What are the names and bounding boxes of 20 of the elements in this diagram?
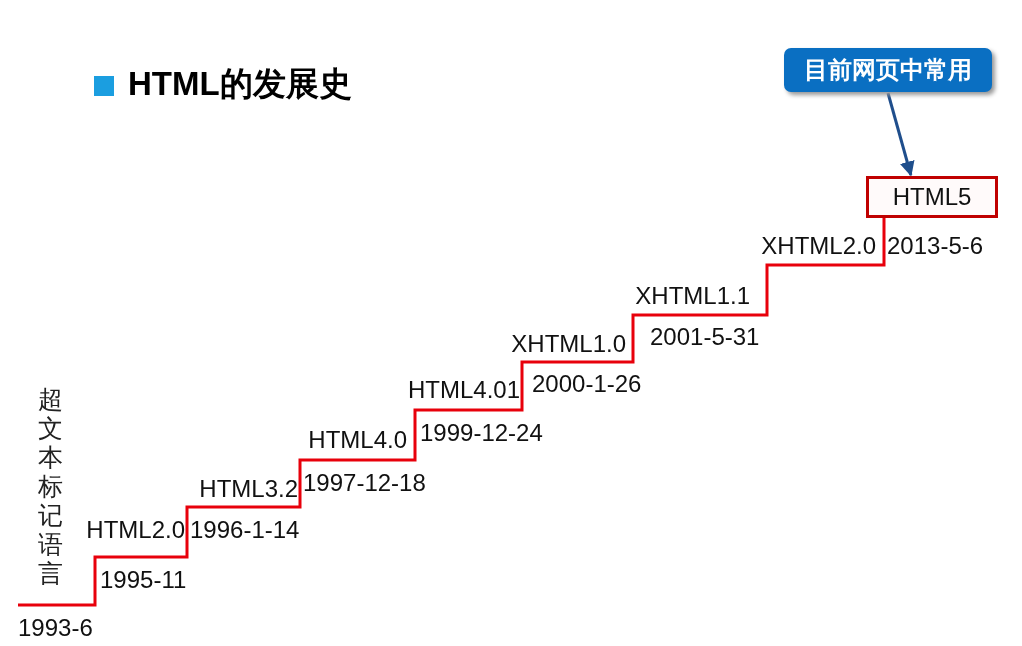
timeline-label: HTML3.2 <box>199 475 298 503</box>
timeline-label: 1999-12-24 <box>420 419 543 447</box>
timeline-label: HTML2.0 <box>86 516 185 544</box>
timeline-label: 1995-11 <box>100 566 187 594</box>
timeline-label: XHTML1.0 <box>511 330 626 358</box>
timeline-label: 2000-1-26 <box>532 370 642 398</box>
timeline-label: 2001-5-31 <box>650 323 760 351</box>
timeline-label: XHTML2.0 <box>761 232 876 260</box>
version-box: HTML5 <box>866 176 998 218</box>
arrow <box>886 92 915 177</box>
timeline-label: 1997-12-18 <box>303 469 426 497</box>
timeline-label: XHTML1.1 <box>635 282 750 310</box>
timeline-label: 1993-6 <box>18 614 93 642</box>
callout-box: 目前网页中常用 <box>784 48 992 92</box>
timeline-label: HTML4.01 <box>407 376 520 404</box>
timeline-label: HTML4.0 <box>308 426 407 454</box>
vertical-label: 超文本标记语言 <box>38 385 64 588</box>
title: HTML的发展史 <box>128 64 352 104</box>
timeline-label: 1996-1-14 <box>190 516 300 544</box>
timeline-label: 2013-5-6 <box>887 232 984 260</box>
